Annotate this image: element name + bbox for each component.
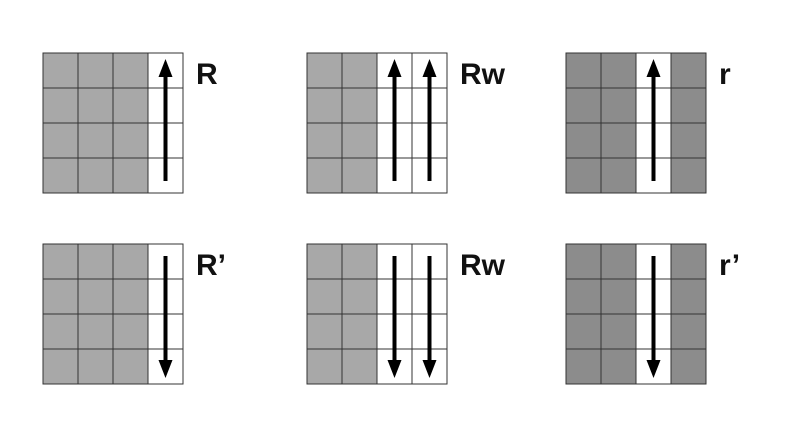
face-cell xyxy=(341,278,378,315)
face-cell xyxy=(306,313,343,350)
move-notation-label: r’ xyxy=(719,249,741,282)
face-cell xyxy=(600,313,637,350)
face-cell xyxy=(42,52,79,89)
move-r: R xyxy=(42,52,262,202)
face-cell xyxy=(77,157,114,194)
face-cell xyxy=(306,52,343,89)
face-cell xyxy=(565,52,602,89)
face-grid xyxy=(565,243,707,385)
face-cell xyxy=(306,243,343,280)
face-cell xyxy=(670,52,707,89)
face-cell xyxy=(112,122,149,159)
face-cell xyxy=(306,348,343,385)
face-cell xyxy=(306,87,343,124)
face-grid xyxy=(42,243,184,385)
arrow-down-icon xyxy=(646,256,661,378)
face-cell xyxy=(77,122,114,159)
face-cell xyxy=(77,52,114,89)
face-cell xyxy=(77,243,114,280)
face-cell xyxy=(600,348,637,385)
face-cell xyxy=(112,313,149,350)
face-cell xyxy=(42,87,79,124)
face-cell xyxy=(565,243,602,280)
face-cell xyxy=(670,87,707,124)
move-r-prime: r’ xyxy=(565,243,785,393)
face-cell xyxy=(600,243,637,280)
face-cell xyxy=(112,87,149,124)
face-grid xyxy=(42,52,184,194)
move-r: r xyxy=(565,52,785,202)
face-cell xyxy=(600,52,637,89)
arrow-up-icon xyxy=(646,59,661,181)
face-cell xyxy=(77,87,114,124)
arrow-up-icon xyxy=(387,59,402,181)
move-notation-label: r xyxy=(719,58,731,91)
face-cell xyxy=(341,87,378,124)
face-cell xyxy=(112,157,149,194)
face-cell xyxy=(565,157,602,194)
move-r-prime: R’ xyxy=(42,243,262,393)
face-cell xyxy=(112,348,149,385)
face-cell xyxy=(306,157,343,194)
face-cell xyxy=(670,278,707,315)
face-cell xyxy=(42,348,79,385)
face-cell xyxy=(42,157,79,194)
face-cell xyxy=(42,278,79,315)
arrow-up-icon xyxy=(158,59,173,181)
arrow-down-icon xyxy=(422,256,437,378)
face-cell xyxy=(112,52,149,89)
move-rw: Rw xyxy=(306,52,526,202)
face-cell xyxy=(600,87,637,124)
face-cell xyxy=(600,157,637,194)
arrow-down-icon xyxy=(387,256,402,378)
face-grid xyxy=(306,52,448,194)
move-notation-label: Rw xyxy=(460,58,505,91)
face-cell xyxy=(77,278,114,315)
face-cell xyxy=(306,278,343,315)
face-cell xyxy=(341,313,378,350)
arrow-up-icon xyxy=(422,59,437,181)
face-cell xyxy=(77,348,114,385)
face-cell xyxy=(565,122,602,159)
face-cell xyxy=(42,313,79,350)
move-rw-down: Rw xyxy=(306,243,526,393)
face-cell xyxy=(341,157,378,194)
face-cell xyxy=(306,122,343,159)
face-cell xyxy=(341,52,378,89)
arrow-down-icon xyxy=(158,256,173,378)
face-grid xyxy=(565,52,707,194)
face-cell xyxy=(565,278,602,315)
face-cell xyxy=(341,122,378,159)
face-cell xyxy=(112,243,149,280)
face-cell xyxy=(670,313,707,350)
face-cell xyxy=(77,313,114,350)
face-cell xyxy=(670,122,707,159)
face-cell xyxy=(600,278,637,315)
face-cell xyxy=(670,243,707,280)
move-notation-label: R xyxy=(196,58,218,91)
move-notation-label: Rw xyxy=(460,249,505,282)
face-cell xyxy=(565,348,602,385)
face-cell xyxy=(600,122,637,159)
face-cell xyxy=(341,348,378,385)
face-cell xyxy=(112,278,149,315)
move-notation-label: R’ xyxy=(196,249,226,282)
face-cell xyxy=(565,87,602,124)
face-cell xyxy=(670,157,707,194)
face-cell xyxy=(341,243,378,280)
face-cell xyxy=(565,313,602,350)
face-cell xyxy=(670,348,707,385)
face-cell xyxy=(42,122,79,159)
face-grid xyxy=(306,243,448,385)
face-cell xyxy=(42,243,79,280)
